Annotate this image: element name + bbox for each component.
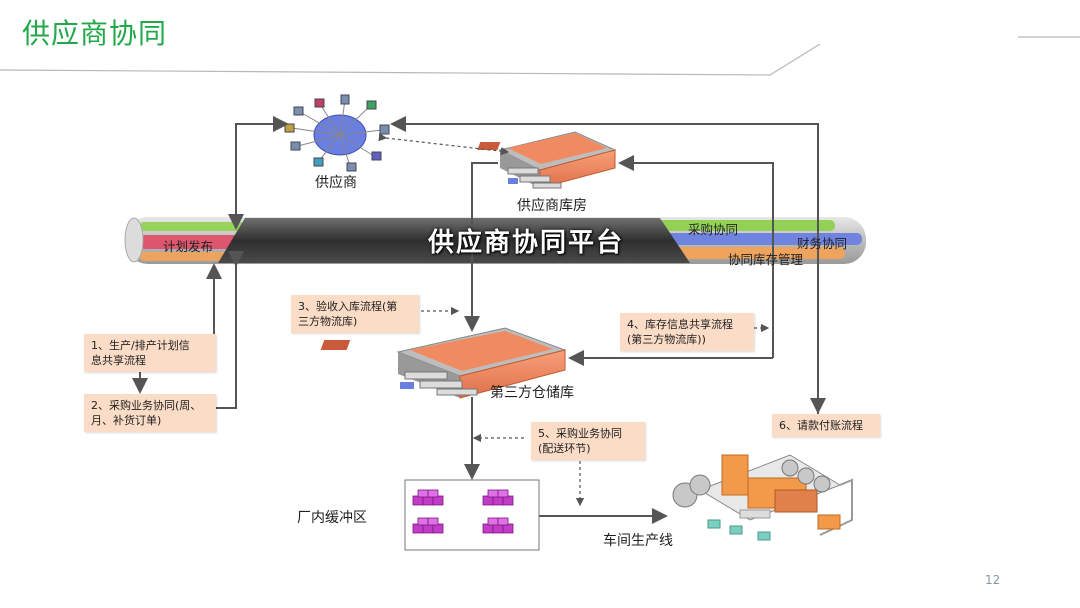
- node-supplier: 供应商: [315, 175, 357, 191]
- note-6-line1: 6、请款付账流程: [779, 419, 863, 432]
- platform-pipe: [124, 217, 866, 264]
- factory-plant-icon: [672, 454, 853, 541]
- platform-title: 供应商协同平台: [428, 228, 625, 258]
- arrow-to-supplier-warehouse: [618, 155, 774, 330]
- dashed-supplier-warehouse-link: [378, 133, 510, 156]
- page-number: 12: [985, 573, 1001, 587]
- label-finance-collab: 财务协同: [797, 236, 848, 251]
- slide-title: 供应商协同: [22, 17, 168, 50]
- note-2: 2、采购业务协同(周、 月、补货订单): [84, 394, 216, 432]
- note-4-line1: 4、库存信息共享流程: [627, 318, 733, 331]
- warehouse-dock-icon: [320, 327, 567, 399]
- note-5-line1: 5、采购业务协同: [538, 427, 622, 440]
- note-6: 6、请款付账流程: [772, 414, 880, 437]
- buffer-box: [404, 479, 540, 551]
- label-procurement-collab: 采购协同: [688, 222, 739, 237]
- note-5: 5、采购业务协同 (配送环节): [531, 422, 645, 460]
- note-1-line1: 1、生产/排产计划信: [91, 339, 190, 352]
- note-1-line2: 息共享流程: [91, 354, 146, 367]
- note-2-line1: 2、采购业务协同(周、: [91, 399, 202, 412]
- warehouse-dock-icon: [477, 131, 617, 189]
- supplier-network-icon: [284, 94, 390, 172]
- label-inventory-collab: 协同库存管理: [728, 252, 804, 267]
- label-plan-release: 计划发布: [163, 239, 214, 254]
- note-3-line2: 三方物流库): [298, 315, 358, 328]
- node-third-party-warehouse: 第三方仓储库: [490, 385, 574, 401]
- note-2-line2: 月、补货订单): [91, 414, 162, 427]
- node-supplier-warehouse: 供应商库房: [517, 198, 587, 214]
- note-1: 1、生产/排产计划信 息共享流程: [84, 334, 216, 372]
- header-divider: [0, 36, 1080, 76]
- node-plant-buffer: 厂内缓冲区: [297, 510, 367, 526]
- node-workshop-line: 车间生产线: [603, 533, 673, 549]
- note-4-line2: (第三方物流库)): [627, 333, 706, 346]
- note-3-line1: 3、验收入库流程(第: [298, 300, 398, 313]
- pallet-stack-icon: [412, 489, 514, 534]
- note-3: 3、验收入库流程(第 三方物流库): [291, 295, 419, 333]
- arrow-platform-to-supplier: [235, 116, 289, 225]
- note-5-line2: (配送环节): [538, 442, 591, 455]
- note-4: 4、库存信息共享流程 (第三方物流库)): [620, 313, 754, 351]
